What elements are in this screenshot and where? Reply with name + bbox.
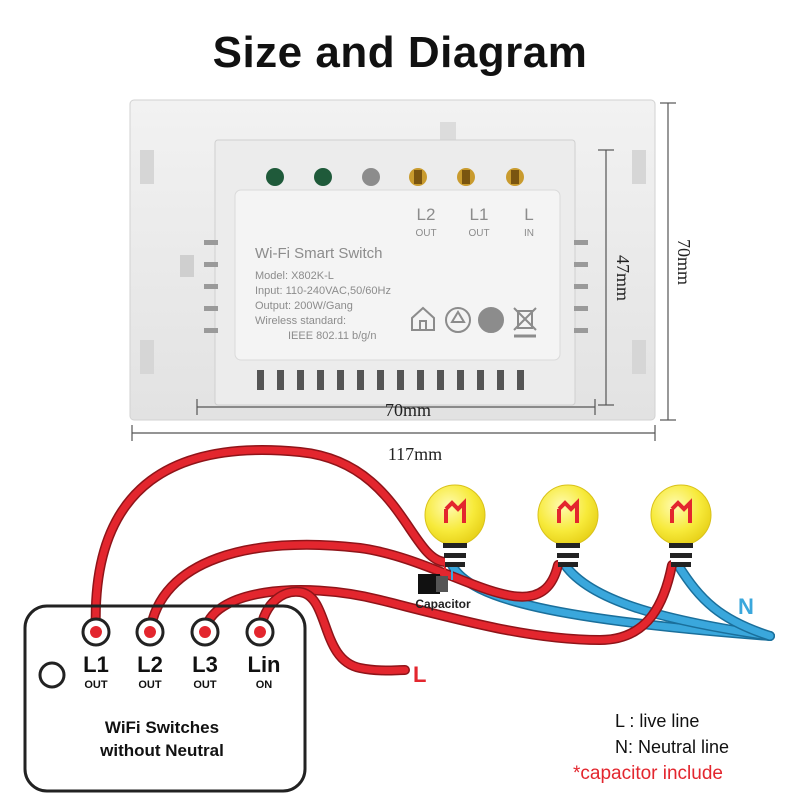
screw-terminals — [266, 168, 524, 186]
legend-note: *capacitor include — [573, 763, 723, 784]
page-title: Size and Diagram — [212, 28, 588, 77]
label-standard: IEEE 802.11 b/g/n — [288, 330, 376, 342]
label-terminal-name: L — [524, 205, 533, 224]
green-dot-icon — [478, 307, 504, 333]
module-terminal-name: L3 — [192, 652, 218, 677]
filament-icon — [557, 498, 579, 523]
legend-live: L : live line — [615, 711, 699, 731]
filament-icon — [670, 498, 692, 523]
capacitor-label: Capacitor — [415, 597, 471, 611]
module-title-line2: without Neutral — [99, 741, 224, 760]
label-wireless: Wireless standard: — [255, 315, 346, 327]
module-terminal-name: L2 — [137, 652, 163, 677]
label-specs: Wi-Fi Smart Switch Model: X802K-L Input:… — [255, 245, 391, 342]
dim-inner-width: 70mm — [385, 400, 431, 420]
switch-module-box — [23, 604, 307, 793]
switch-photo: L2 OUT L1 OUT L IN Wi-Fi Smart Switch Mo… — [129, 99, 656, 421]
light-bulb — [650, 484, 712, 567]
label-terminal-name: L1 — [470, 205, 489, 224]
light-bulb — [424, 484, 486, 567]
label-input: Input: 110-240VAC,50/60Hz — [255, 285, 391, 297]
recycle-arrow-icon — [450, 310, 466, 323]
module-terminal-sub: OUT — [138, 679, 162, 691]
door-icon — [419, 320, 427, 331]
live-wires — [90, 445, 677, 676]
label-model: Model: X802K-L — [255, 270, 334, 282]
dim-total-height: 70mm — [674, 239, 694, 285]
live-marker: L — [413, 662, 426, 687]
mount-slot — [632, 340, 646, 374]
module-terminal-name: L1 — [83, 652, 109, 677]
certification-icons — [411, 306, 537, 338]
dim-inner-height: 47mm — [613, 255, 633, 301]
neutral-marker: N — [738, 594, 754, 619]
label-product: Wi-Fi Smart Switch — [255, 245, 383, 262]
capacitor: Capacitor — [415, 560, 471, 611]
dim-total-width: 117mm — [388, 444, 442, 464]
top-notch — [440, 122, 456, 140]
label-terminals: L2 OUT L1 OUT L IN — [415, 205, 534, 239]
module-terminals — [81, 617, 275, 647]
module-title-line1: WiFi Switches — [105, 718, 219, 737]
indicator-led — [38, 661, 66, 689]
capacitor-body — [418, 574, 440, 594]
mount-slot — [140, 340, 154, 374]
light-bulb — [537, 484, 599, 567]
recycle-icon — [445, 307, 471, 333]
mount-slot — [140, 150, 154, 184]
label-terminal-sub: OUT — [468, 228, 489, 239]
light-bulbs — [424, 484, 712, 567]
legend: L : live line N: Neutral line *capacitor… — [573, 711, 729, 784]
label-output: Output: 200W/Gang — [255, 300, 353, 312]
home-icon — [411, 306, 435, 331]
module-terminal-sub: OUT — [193, 679, 217, 691]
label-terminal-name: L2 — [417, 205, 436, 224]
mount-slot — [632, 150, 646, 184]
wifi-switch-module: L1 OUT L2 OUT L3 OUT Lin ON WiFi Switche… — [23, 604, 307, 793]
label-terminal-sub: OUT — [415, 228, 436, 239]
side-tab — [180, 255, 194, 277]
dimension-lines — [131, 102, 676, 441]
filament-icon — [444, 498, 466, 523]
side-vents — [204, 240, 588, 333]
label-terminal-sub: IN — [524, 228, 534, 239]
module-terminal-name: Lin — [248, 652, 281, 677]
module-terminal-sub: OUT — [84, 679, 108, 691]
legend-neutral: N: Neutral line — [615, 737, 729, 757]
bottom-vents — [257, 370, 524, 390]
module-terminal-sub: ON — [256, 679, 273, 691]
